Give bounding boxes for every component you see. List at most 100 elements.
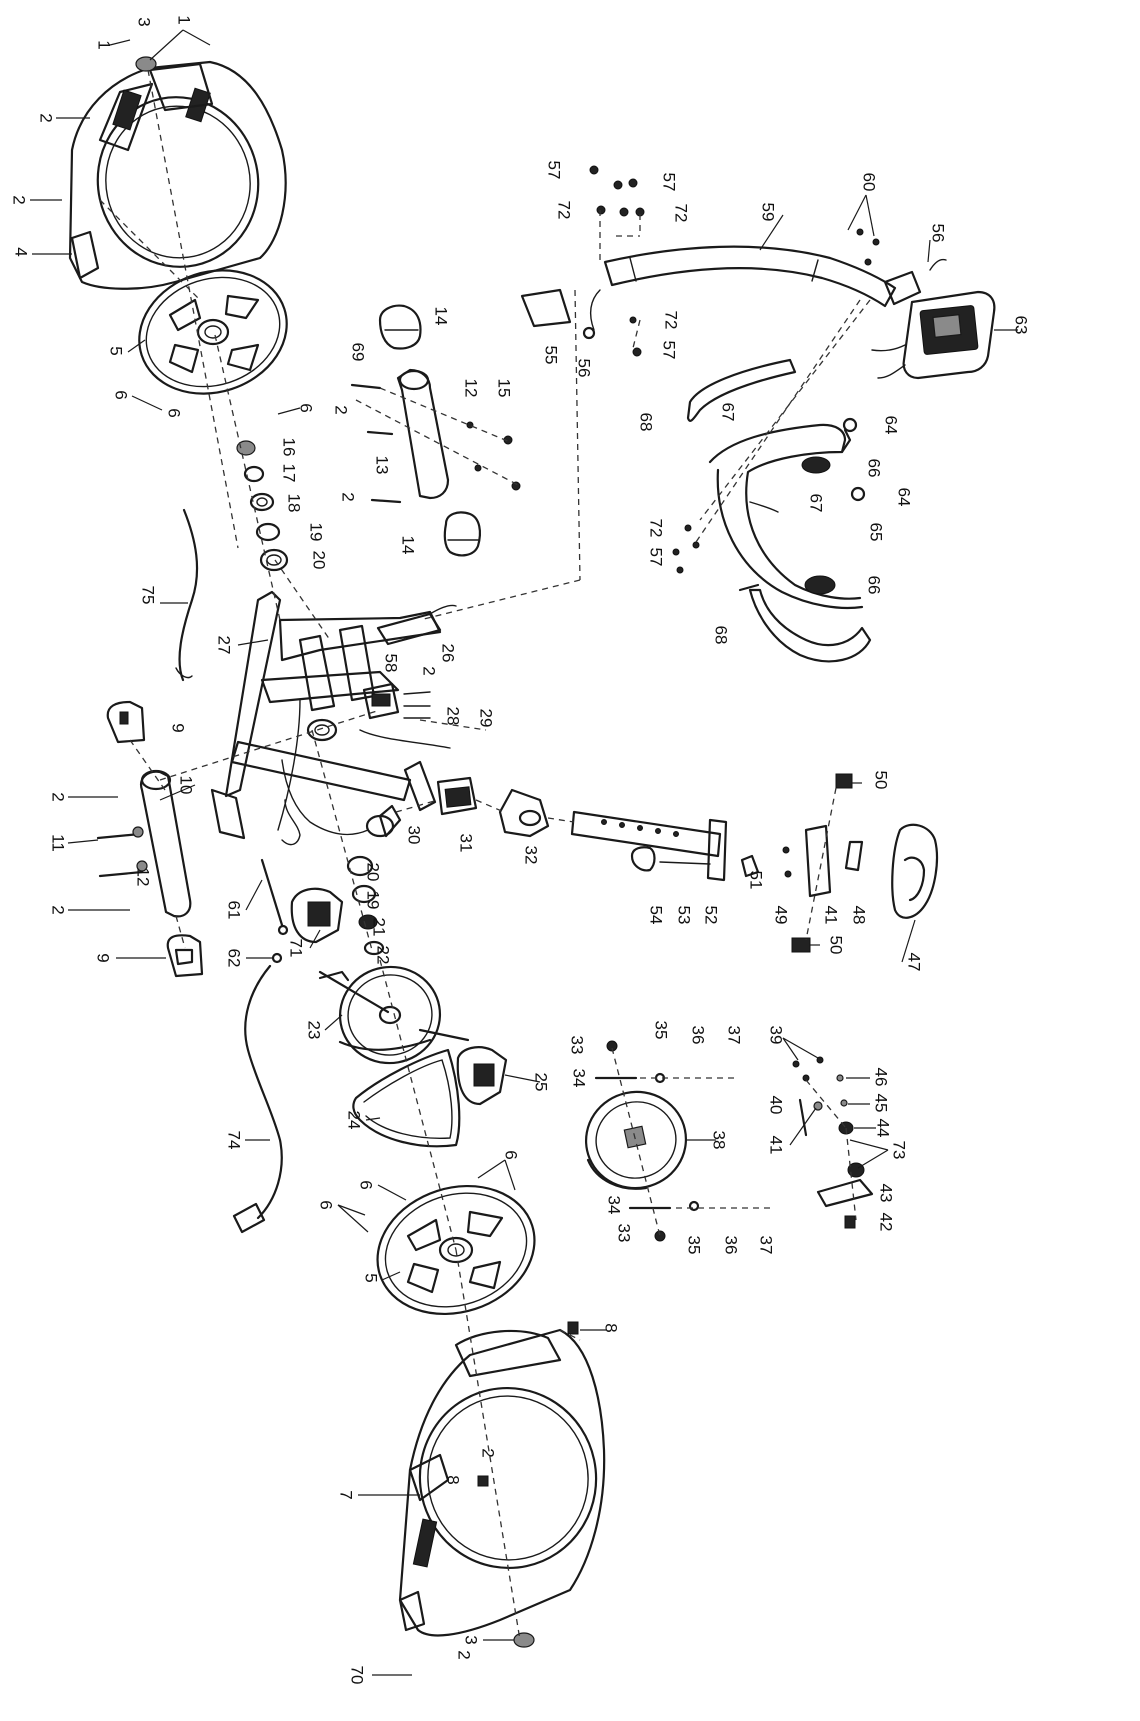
part-callout-72: 72 (647, 519, 666, 538)
part-callout-2: 2 (479, 1448, 498, 1457)
power-cable (260, 858, 284, 927)
part-callout-57: 57 (660, 341, 679, 360)
part-callout-4: 4 (12, 247, 31, 256)
part-callout-14: 14 (399, 536, 418, 555)
seat-assembly (782, 773, 939, 953)
part-callout-2: 2 (332, 405, 351, 414)
part-callout-53: 53 (675, 906, 694, 925)
part-callout-25: 25 (532, 1073, 551, 1092)
part-callout-6: 6 (112, 390, 131, 399)
part-callout-55: 55 (542, 346, 561, 365)
part-callout-61: 61 (225, 901, 244, 920)
handlebars (672, 358, 872, 663)
part-callout-10: 10 (177, 776, 196, 795)
part-callout-36: 36 (722, 1236, 741, 1255)
part-callout-6: 6 (357, 1180, 376, 1189)
part-callout-23: 23 (305, 1021, 324, 1040)
part-callout-37: 37 (725, 1026, 744, 1045)
part-callout-2: 2 (420, 666, 439, 675)
part-callout-35: 35 (652, 1021, 671, 1040)
part-callout-13: 13 (373, 456, 392, 475)
part-callout-64: 64 (882, 416, 901, 435)
part-callout-72: 72 (672, 204, 691, 223)
part-callout-68: 68 (712, 626, 731, 645)
part-callout-12: 12 (134, 868, 153, 887)
part-callout-33: 33 (615, 1224, 634, 1243)
part-callout-54: 54 (647, 906, 666, 925)
part-callout-50: 50 (827, 936, 846, 955)
part-callout-20: 20 (310, 551, 329, 570)
part-callout-12: 12 (462, 379, 481, 398)
part-callout-7: 7 (337, 1490, 356, 1499)
part-callout-27: 27 (215, 636, 234, 655)
part-callout-69: 69 (349, 343, 368, 362)
part-callout-57: 57 (647, 548, 666, 567)
part-callout-18: 18 (285, 494, 304, 513)
part-callout-34: 34 (570, 1069, 589, 1088)
part-callout-56: 56 (575, 359, 594, 378)
shroud-right-bottom (398, 1321, 606, 1648)
part-callout-3: 3 (135, 17, 154, 26)
tension-cable (178, 508, 199, 682)
part-callout-1: 1 (95, 40, 114, 49)
part-callout-9: 9 (169, 723, 188, 732)
part-callout-60: 60 (860, 173, 879, 192)
part-callout-36: 36 (689, 1026, 708, 1045)
flywheel (584, 1040, 700, 1242)
part-callout-71: 71 (287, 939, 306, 958)
part-callout-20: 20 (364, 863, 383, 882)
shroud-left-top (68, 56, 287, 290)
part-callout-1: 1 (175, 15, 194, 24)
bushing-stack (236, 440, 289, 572)
part-callout-2: 2 (49, 792, 68, 801)
part-callout-24: 24 (345, 1111, 364, 1130)
console (871, 290, 996, 380)
part-callout-11: 11 (49, 834, 68, 852)
part-callout-42: 42 (877, 1213, 896, 1232)
part-callout-47: 47 (905, 953, 924, 972)
main-frame (210, 590, 457, 846)
cover-disc-bottom (376, 1184, 536, 1316)
part-callout-9: 9 (94, 953, 113, 962)
part-callout-75: 75 (139, 586, 158, 605)
magnet-bracket (792, 1056, 874, 1229)
part-callout-40: 40 (767, 1096, 786, 1115)
part-callout-64: 64 (895, 488, 914, 507)
assembly-lines (99, 69, 871, 1641)
part-callout-70: 70 (348, 1666, 367, 1685)
part-callout-19: 19 (364, 891, 383, 910)
part-callout-68: 68 (637, 413, 656, 432)
part-callout-38: 38 (710, 1131, 729, 1150)
part-callout-21: 21 (370, 918, 389, 937)
part-callout-35: 35 (685, 1236, 704, 1255)
part-callout-16: 16 (280, 438, 299, 457)
part-callout-67: 67 (807, 494, 826, 513)
part-callout-74: 74 (225, 1131, 244, 1150)
part-callout-17: 17 (280, 464, 299, 483)
front-stabilizer (350, 304, 521, 557)
drive-system (290, 855, 508, 1148)
part-callout-33: 33 (568, 1036, 587, 1055)
part-callout-56: 56 (929, 224, 948, 243)
rear-stabilizer (96, 700, 204, 978)
part-callout-51: 51 (747, 871, 766, 890)
part-callout-2: 2 (37, 113, 56, 122)
part-callout-2: 2 (339, 492, 358, 501)
part-callout-62: 62 (225, 949, 244, 968)
part-callout-58: 58 (382, 654, 401, 673)
part-callout-29: 29 (477, 709, 496, 728)
part-callout-32: 32 (522, 846, 541, 865)
part-callout-26: 26 (439, 644, 458, 663)
part-callout-30: 30 (405, 826, 424, 845)
cover-disc-top (138, 269, 288, 395)
part-callout-59: 59 (759, 203, 778, 222)
part-callout-46: 46 (872, 1068, 891, 1087)
part-callout-22: 22 (374, 946, 393, 965)
part-callout-19: 19 (307, 523, 326, 542)
part-callout-5: 5 (107, 346, 126, 355)
part-callout-2: 2 (10, 195, 29, 204)
seat-post-assembly (365, 776, 760, 882)
part-callout-66: 66 (865, 576, 884, 595)
